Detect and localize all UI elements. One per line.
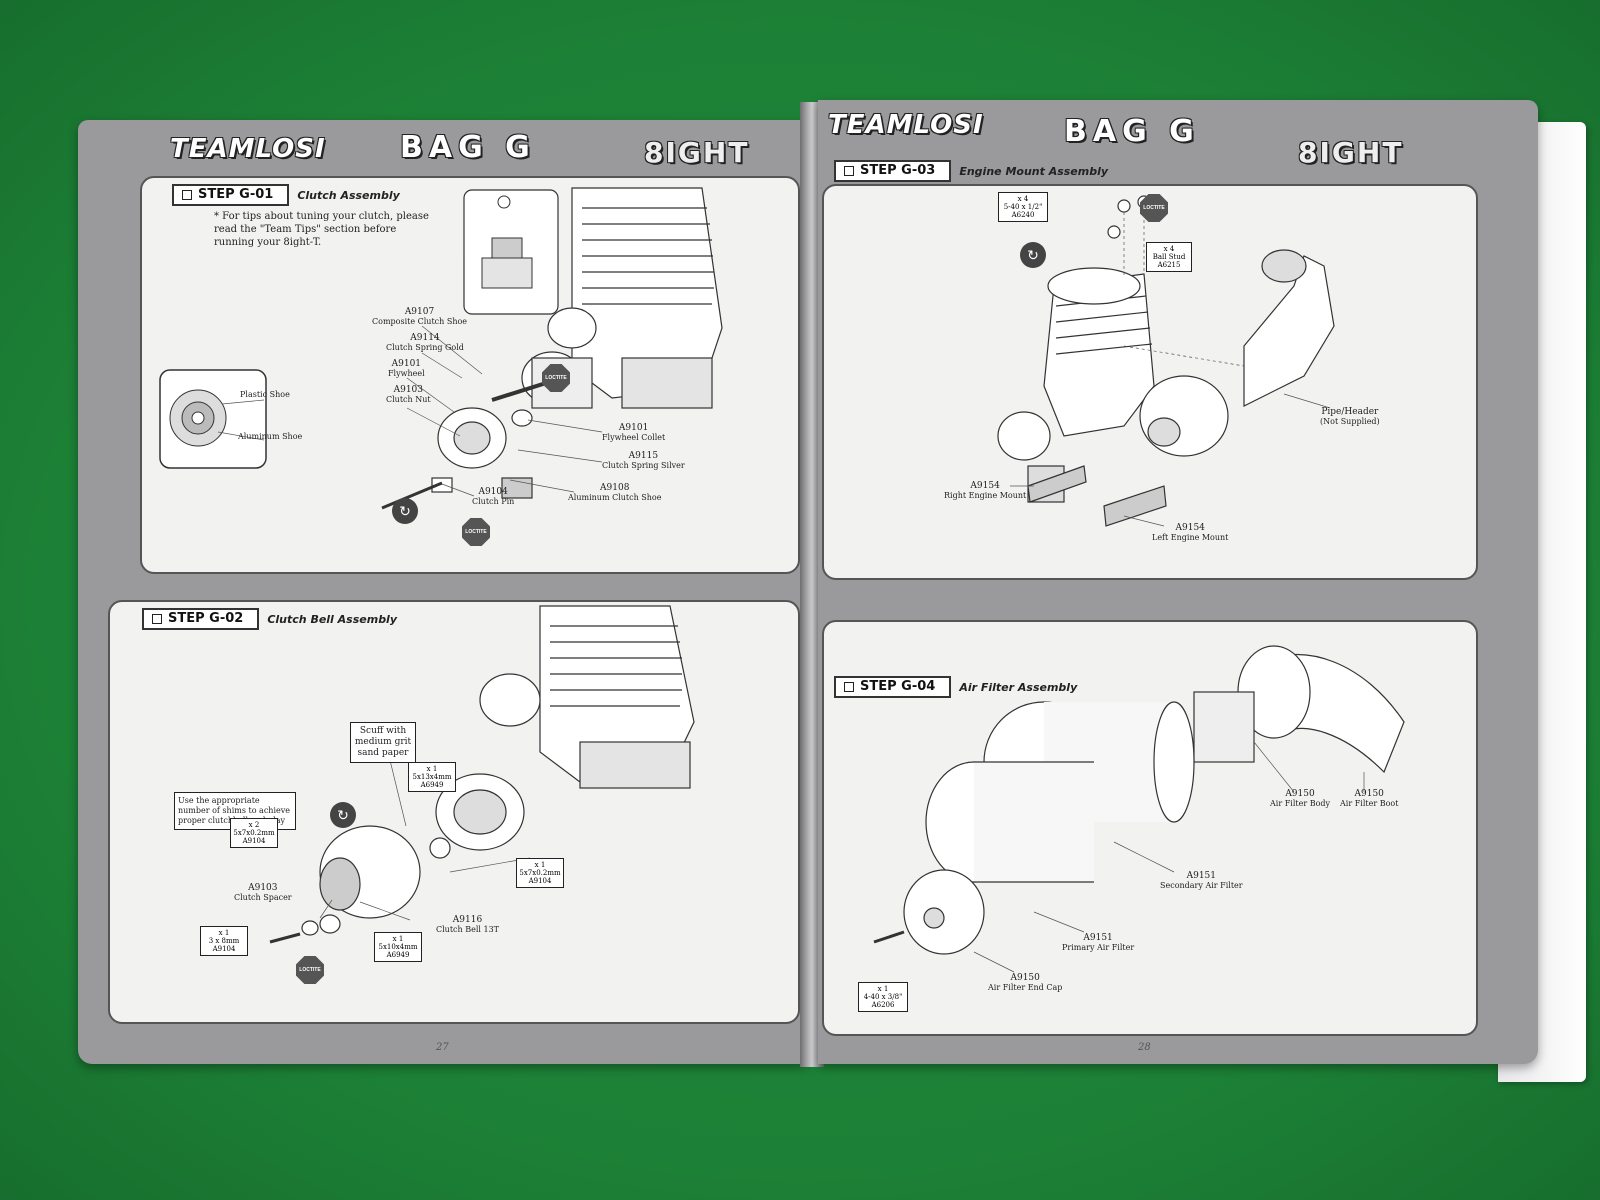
clutch-assembly-illustration <box>159 187 723 510</box>
rotate-icon: ↻ <box>1020 242 1046 268</box>
part-label: Pipe/Header(Not Supplied) <box>1320 407 1380 427</box>
step-label: STEP G-03 <box>860 163 936 178</box>
clutch-bell-illustration <box>269 605 695 944</box>
page-title: BAG G <box>1064 114 1200 149</box>
step-label: STEP G-02 <box>168 611 244 626</box>
step-g01-panel: * For tips about tuning your clutch, ple… <box>140 176 800 574</box>
checkbox-icon[interactable] <box>182 190 192 200</box>
loctite-icon: LOCTITE <box>542 364 570 392</box>
teamlosi-logo: TEAMLOSI <box>828 110 984 140</box>
step-label: STEP G-01 <box>198 187 274 202</box>
rotate-icon: ↻ <box>330 802 356 828</box>
left-page-header: TEAMLOSI BAG G 8IGHT <box>78 120 808 180</box>
scuff-note: Scuff with medium grit sand paper <box>350 722 416 763</box>
inset-label-plastic-shoe: Plastic Shoe <box>240 390 290 399</box>
step-name: Clutch Bell Assembly <box>267 612 398 626</box>
step-g02-tab: STEP G-02 Clutch Bell Assembly <box>142 608 397 630</box>
step-name: Clutch Assembly <box>297 188 400 202</box>
checkbox-icon[interactable] <box>152 614 162 624</box>
air-filter-illustration <box>873 645 1405 973</box>
step-name: Engine Mount Assembly <box>959 164 1109 178</box>
rotate-icon: ↻ <box>392 498 418 524</box>
checkbox-icon[interactable] <box>844 166 854 176</box>
inset-label-aluminum-shoe: Aluminum Shoe <box>238 432 303 441</box>
engine-mount-illustration <box>997 195 1335 527</box>
manual-book: TEAMLOSI BAG G 8IGHT * For tips about tu… <box>78 92 1586 1092</box>
page-title: BAG G <box>400 130 536 165</box>
step-g02-panel: Scuff with medium grit sand paper Use th… <box>108 600 800 1024</box>
eight-logo: 8IGHT <box>644 136 750 169</box>
teamlosi-logo: TEAMLOSI <box>170 134 326 164</box>
step-g01-tab: STEP G-01 Clutch Assembly <box>172 184 400 206</box>
right-page: TEAMLOSI BAG G 8IGHT <box>818 100 1538 1064</box>
step-g04-tab: STEP G-04 Air Filter Assembly <box>834 676 1077 698</box>
page-number: 28 <box>1138 1042 1151 1053</box>
eight-logo: 8IGHT <box>1298 136 1404 169</box>
page-number: 27 <box>436 1042 449 1053</box>
left-page: TEAMLOSI BAG G 8IGHT * For tips about tu… <box>78 120 808 1064</box>
step-name: Air Filter Assembly <box>959 680 1078 694</box>
loctite-icon: LOCTITE <box>462 518 490 546</box>
step-label: STEP G-04 <box>860 679 936 694</box>
clutch-tip-note: * For tips about tuning your clutch, ple… <box>214 211 429 248</box>
loctite-icon: LOCTITE <box>296 956 324 984</box>
right-page-header: TEAMLOSI BAG G 8IGHT <box>818 100 1538 169</box>
checkbox-icon[interactable] <box>844 682 854 692</box>
loctite-icon: LOCTITE <box>1140 194 1168 222</box>
step-g03-tab: STEP G-03 Engine Mount Assembly <box>834 160 1108 182</box>
